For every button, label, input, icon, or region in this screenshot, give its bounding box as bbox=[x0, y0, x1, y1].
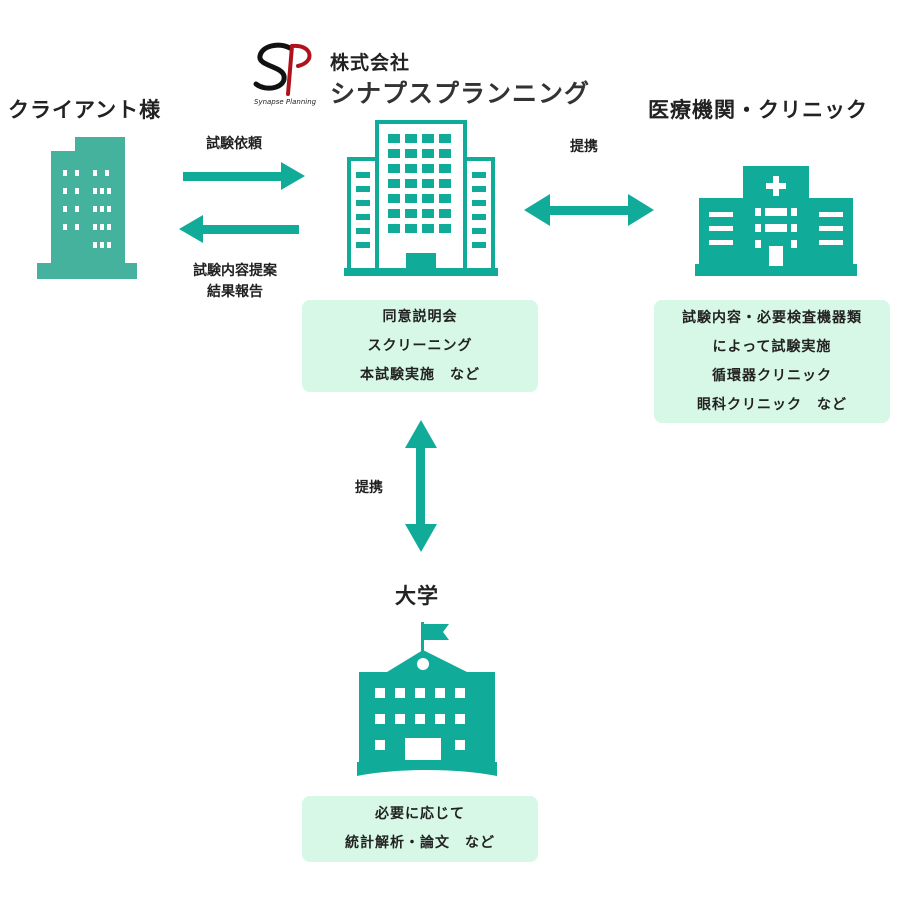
synapse-service-item: スクリーニング bbox=[367, 337, 473, 354]
hospital-info-item: 眼科クリニック など bbox=[697, 396, 847, 413]
hospital-icon bbox=[695, 166, 857, 276]
proposal-label-line1: 試験内容提案 bbox=[193, 263, 277, 279]
hospital-info-box: 試験内容・必要検査機器類 によって試験実施 循環器クリニック 眼科クリニック な… bbox=[654, 300, 890, 423]
proposal-label: 試験内容提案 結果報告 bbox=[193, 261, 277, 303]
university-info-item: 統計解析・論文 など bbox=[345, 835, 495, 851]
logo-company-name: シナプスプランニング bbox=[330, 79, 591, 108]
partnership-label-university: 提携 bbox=[355, 480, 383, 496]
office-building-icon bbox=[37, 137, 137, 279]
hospital-info-item: 試験内容・必要検査機器類 bbox=[682, 309, 862, 326]
client-heading: クライアント様 bbox=[8, 98, 162, 122]
hospital-info-item: によって試験実施 bbox=[712, 338, 832, 355]
logo-subtitle: Synapse Planning bbox=[254, 98, 317, 106]
company-logo: Synapse Planning 株式会社 シナプスプランニング bbox=[252, 40, 612, 110]
synapse-service-item: 本試験実施 など bbox=[360, 366, 480, 383]
school-building-icon bbox=[357, 622, 497, 776]
university-info-item: 必要に応じて bbox=[375, 806, 465, 822]
arrow-right-icon bbox=[183, 162, 305, 190]
university-heading: 大学 bbox=[395, 584, 439, 608]
request-label: 試験依頼 bbox=[206, 136, 262, 152]
synapse-services-box: 同意説明会 スクリーニング 本試験実施 など bbox=[302, 300, 538, 392]
hospital-heading: 医療機関・クリニック bbox=[648, 98, 868, 122]
university-info-box: 必要に応じて 統計解析・論文 など bbox=[302, 796, 538, 862]
office-tower-icon bbox=[344, 120, 498, 276]
synapse-service-item: 同意説明会 bbox=[382, 308, 458, 325]
proposal-label-line2: 結果報告 bbox=[207, 284, 263, 300]
logo-mark-icon bbox=[253, 42, 312, 96]
partnership-label-hospital: 提携 bbox=[570, 139, 598, 155]
arrow-left-icon bbox=[179, 215, 299, 243]
hospital-info-item: 循環器クリニック bbox=[712, 367, 832, 384]
double-arrow-vertical-icon bbox=[405, 420, 437, 552]
double-arrow-horizontal-icon bbox=[524, 194, 654, 226]
logo-company-prefix: 株式会社 bbox=[330, 52, 411, 74]
